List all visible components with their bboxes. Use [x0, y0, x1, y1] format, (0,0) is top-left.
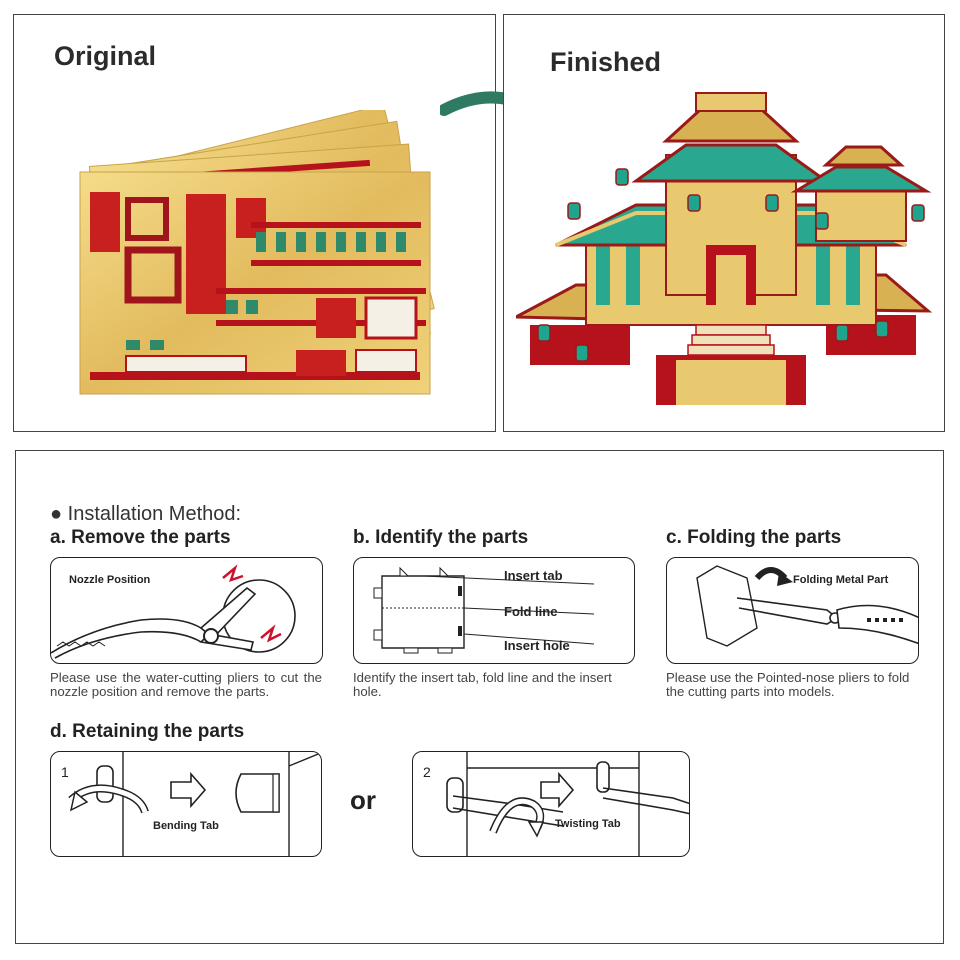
finished-building-photo — [516, 92, 933, 405]
insert-tab-label: Insert tab — [504, 568, 563, 583]
part-diagram-icon — [373, 566, 595, 654]
step-c-illustration: Folding Metal Part — [666, 557, 919, 664]
metal-sheets-photo — [79, 110, 435, 395]
finished-panel: Finished — [503, 14, 945, 432]
pliers-icon — [51, 564, 296, 659]
original-title: Original — [54, 41, 157, 71]
twisting-tab-label: Twisting Tab — [555, 818, 621, 830]
step-d-heading: d. Retaining the parts — [50, 721, 245, 742]
installation-method-heading: ● Installation Method: — [50, 503, 242, 525]
step-a-heading: a. Remove the parts — [50, 527, 231, 548]
finished-title: Finished — [550, 47, 662, 77]
folding-metal-part-label: Folding Metal Part — [793, 574, 889, 586]
fold-line-label: Fold line — [504, 604, 558, 619]
option-2-number: 2 — [423, 764, 431, 780]
bending-tab-label: Bending Tab — [153, 820, 219, 832]
step-d-option-2-illustration: 2 Twisting Tab — [412, 751, 690, 857]
or-separator: or — [350, 785, 376, 815]
option-1-number: 1 — [61, 764, 69, 780]
twisting-tab-icon — [446, 752, 689, 856]
step-a-illustration: Nozzle Position — [50, 557, 323, 664]
instructions-panel: ● Installation Method: a. Remove the par… — [15, 450, 944, 944]
insert-hole-label: Insert hole — [504, 638, 570, 653]
original-panel: Original — [13, 14, 496, 432]
step-d-option-1-illustration: 1 Bending Tab — [50, 751, 322, 857]
step-b-caption: Identify the insert tab, fold line and t… — [353, 670, 612, 699]
bending-tab-icon — [68, 752, 321, 856]
step-a-caption: Please use the water-cutting pliers to c… — [50, 670, 322, 699]
step-b-heading: b. Identify the parts — [353, 527, 529, 548]
step-c-heading: c. Folding the parts — [666, 527, 842, 548]
step-c-caption: Please use the Pointed-nose pliers to fo… — [666, 670, 910, 699]
step-b-illustration: Insert tab Fold line Insert hole — [353, 557, 635, 664]
nozzle-position-label: Nozzle Position — [69, 574, 151, 586]
folding-pliers-icon — [696, 565, 918, 647]
